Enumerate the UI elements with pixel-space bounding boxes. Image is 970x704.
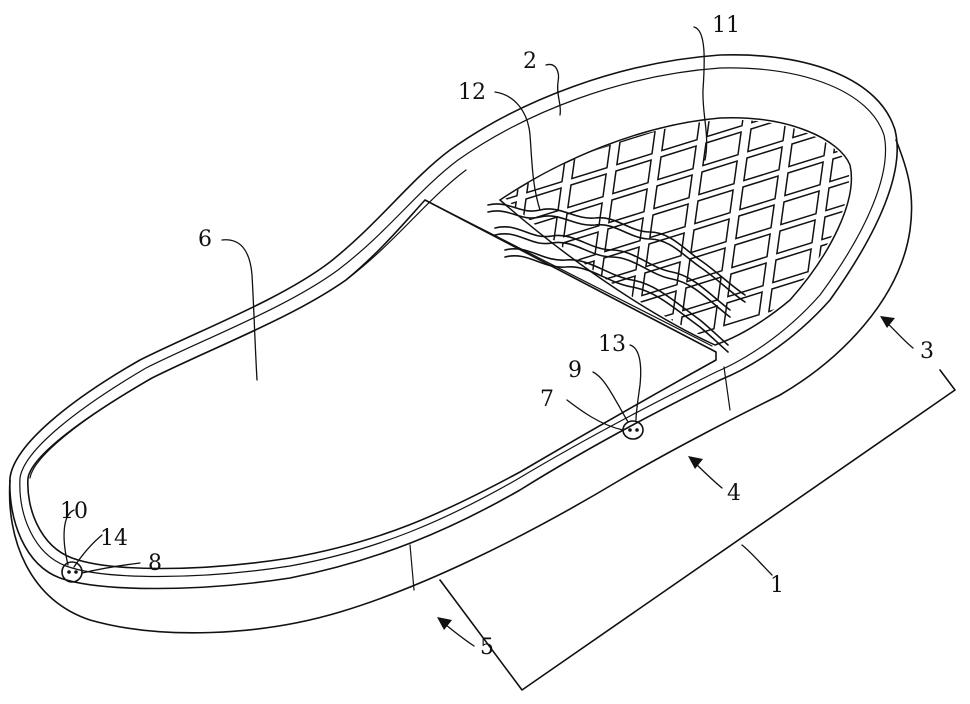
arrow-3 <box>880 316 913 348</box>
label-11: 11 <box>712 13 740 38</box>
connector-upper <box>623 421 643 439</box>
label-10: 10 <box>60 499 88 524</box>
grid-cell <box>670 59 708 93</box>
grid-cell <box>454 376 492 410</box>
label-6: 6 <box>198 227 212 252</box>
label-4: 4 <box>727 481 741 506</box>
grid-cell <box>715 45 753 79</box>
connector-lower <box>62 562 82 582</box>
grid-cell <box>634 320 672 354</box>
grid-cell <box>838 90 876 124</box>
label-5: 5 <box>480 635 494 660</box>
grid-cell <box>834 119 872 153</box>
grid-cell <box>486 144 524 178</box>
grid-cell <box>891 18 929 52</box>
grid-cell <box>552 290 590 324</box>
grid-cell <box>711 74 749 108</box>
grid-cell <box>846 32 884 66</box>
grid-cell <box>458 347 496 381</box>
grid-cell <box>752 89 790 123</box>
arrow-4 <box>688 456 722 488</box>
grid-cell <box>511 275 549 309</box>
label-9: 9 <box>568 358 582 383</box>
label-2: 2 <box>523 49 537 74</box>
grid-cell <box>859 250 897 284</box>
label-8: 8 <box>148 551 162 576</box>
grid-cell <box>875 134 913 168</box>
grid-cell <box>666 88 704 122</box>
grid-cell <box>470 260 508 294</box>
label-7: 7 <box>540 387 554 412</box>
grid-cell <box>895 0 933 23</box>
grid-cell <box>814 264 852 298</box>
grid-cell <box>756 60 794 94</box>
grid-cell <box>548 319 586 353</box>
grid-cell <box>805 17 843 51</box>
grid-cell <box>499 362 537 396</box>
grid-cell <box>625 73 663 107</box>
grid-cell <box>887 47 925 81</box>
grid-cell <box>535 101 573 135</box>
label-13: 13 <box>598 332 626 357</box>
grid-cell <box>503 333 541 367</box>
grid-cell <box>531 130 569 164</box>
grid-cell <box>580 87 618 121</box>
arrow-5 <box>437 617 474 646</box>
label-3: 3 <box>920 339 934 364</box>
grid-cell <box>883 76 921 110</box>
grid-cell <box>850 3 888 37</box>
grid-cell <box>490 115 528 149</box>
grid-cell <box>507 304 545 338</box>
bracket-1 <box>440 370 955 690</box>
grid-cell <box>867 192 905 226</box>
label-12: 12 <box>458 80 486 105</box>
label-14: 14 <box>100 526 128 551</box>
grid-cell <box>462 318 500 352</box>
label-1: 1 <box>770 573 784 598</box>
grid-cell <box>466 289 504 323</box>
